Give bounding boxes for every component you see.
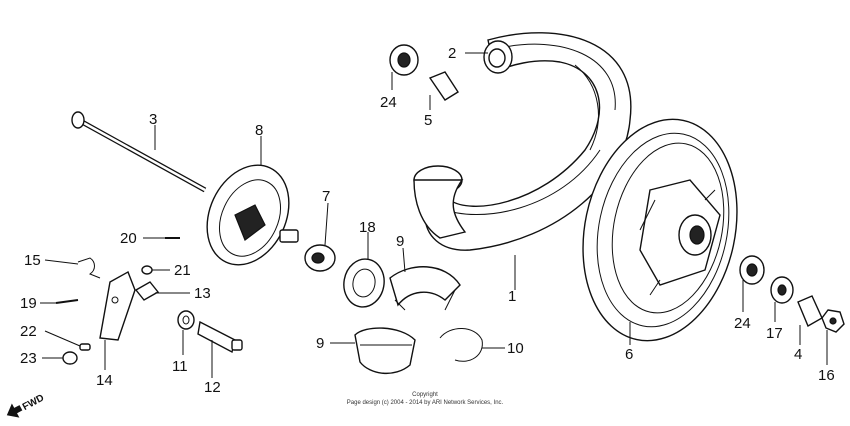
dust-seal[interactable]: [340, 256, 388, 310]
callout-19[interactable]: 19: [20, 295, 37, 312]
axle[interactable]: [71, 111, 207, 193]
callout-12[interactable]: 12: [204, 379, 221, 396]
callout-6[interactable]: 6: [625, 346, 633, 363]
return-spring[interactable]: [77, 257, 101, 279]
brake-cam[interactable]: [197, 320, 243, 354]
callout-11[interactable]: 11: [172, 358, 188, 375]
callout-10[interactable]: 10: [507, 340, 524, 357]
joint-pin[interactable]: [79, 343, 91, 351]
axle-nut[interactable]: [821, 309, 845, 333]
callout-23[interactable]: 23: [20, 350, 37, 367]
bearing-lower[interactable]: [739, 255, 765, 285]
callout-9-lower[interactable]: 9: [316, 335, 324, 352]
brake-panel[interactable]: [192, 152, 305, 278]
callout-16[interactable]: 16: [818, 367, 835, 384]
indicator-plate[interactable]: [134, 281, 160, 301]
bearing-upper[interactable]: [389, 44, 419, 76]
callout-24-upper[interactable]: 24: [380, 94, 397, 111]
joint-nut[interactable]: [62, 351, 78, 365]
callout-4[interactable]: 4: [794, 346, 802, 363]
side-collar[interactable]: [797, 295, 823, 328]
callout-13[interactable]: 13: [194, 285, 211, 302]
callout-22[interactable]: 22: [20, 323, 37, 340]
callout-1[interactable]: 1: [508, 288, 516, 305]
callout-8[interactable]: 8: [255, 122, 263, 139]
callout-21[interactable]: 21: [174, 262, 191, 279]
side-seal[interactable]: [770, 276, 794, 304]
arm-bolt[interactable]: [55, 299, 79, 304]
forward-arrow-icon: [6, 403, 23, 418]
callout-5[interactable]: 5: [424, 112, 432, 129]
copyright-notice: Copyright Page design (c) 2004 - 2014 by…: [347, 392, 504, 406]
brake-spring[interactable]: [439, 328, 483, 362]
callout-17[interactable]: 17: [766, 325, 783, 342]
callout-7[interactable]: 7: [322, 188, 330, 205]
leader-lines: [40, 52, 828, 378]
callout-numbers: 1 2 3 4 5 6 7 8 9 9 10 11 12 13 14 15 16…: [20, 45, 835, 396]
wheel-rim[interactable]: [563, 105, 756, 355]
callout-2[interactable]: 2: [448, 45, 456, 62]
washer[interactable]: [177, 310, 195, 330]
callout-3[interactable]: 3: [149, 111, 157, 128]
brake-shoe-upper[interactable]: [389, 266, 461, 311]
brake-shoe-lower[interactable]: [354, 327, 416, 374]
speedometer-gearbox[interactable]: [304, 244, 336, 272]
brake-arm[interactable]: [99, 270, 136, 341]
valve-stem[interactable]: [428, 71, 459, 101]
tube-valve[interactable]: [488, 48, 506, 68]
forward-direction-indicator: FWD: [6, 393, 46, 418]
copyright-line-2: Page design (c) 2004 - 2014 by ARI Netwo…: [347, 400, 504, 406]
forward-label: FWD: [21, 393, 46, 413]
callout-14[interactable]: 14: [96, 372, 113, 389]
callout-15[interactable]: 15: [24, 252, 41, 269]
callout-9-upper[interactable]: 9: [396, 233, 404, 250]
arm-nut[interactable]: [141, 265, 153, 275]
callout-18[interactable]: 18: [359, 219, 376, 236]
copyright-line-1: Copyright: [412, 392, 438, 398]
callout-24-lower[interactable]: 24: [734, 315, 751, 332]
callout-20[interactable]: 20: [120, 230, 137, 247]
